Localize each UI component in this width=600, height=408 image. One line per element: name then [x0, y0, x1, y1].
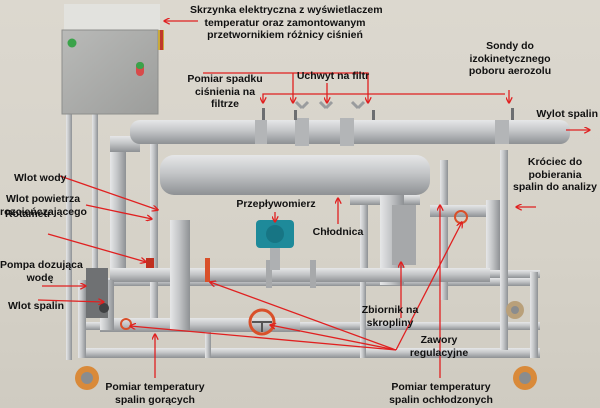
label-line: ciśnienia na	[194, 85, 256, 98]
label-line: Króciec do	[527, 156, 583, 168]
label-line: przetwornikiem różnicy ciśnień	[207, 29, 363, 41]
label-line: spalin gorących	[115, 393, 195, 406]
label-line: poboru aerozolu	[468, 65, 552, 77]
label-line: temperatur oraz zamontowanym	[204, 16, 366, 29]
caster-wheels	[75, 301, 537, 390]
label-line: Pomiar temperatury	[391, 381, 491, 393]
label-line: Pomiar spadku	[187, 73, 263, 85]
label-line: wodę	[26, 271, 54, 284]
label-line: spalin ochłodzonych	[389, 393, 493, 406]
label-line: Uchwyt na filtr	[296, 70, 370, 82]
label-line: Skrzynka elektryczna z wyświetlaczem	[190, 4, 383, 16]
label-line: Wlot wody	[14, 172, 67, 184]
label-line: pobierania	[528, 168, 582, 181]
green-indicator-icon	[67, 38, 77, 48]
label-line: Pomiar temperatury	[105, 381, 205, 393]
label-condensate-tank: Zbiornik na skropliny	[352, 304, 428, 329]
label-line: Pompa dozująca	[0, 259, 83, 271]
start-stop-button-icon	[136, 62, 144, 76]
label-line: izokinetycznego	[469, 52, 551, 65]
dosing-pump	[86, 268, 109, 318]
label-line: Wylot spalin	[536, 108, 598, 120]
label-exhaust-inlet: Wlot spalin	[8, 300, 64, 313]
flowmeter-device	[256, 220, 294, 270]
filter-line-pipe	[110, 100, 570, 280]
label-line: rozcieńczającego	[0, 205, 87, 218]
label-cooler: Chłodnica	[308, 226, 368, 239]
label-line: spalin do analizy	[512, 181, 598, 193]
label-water-inlet: Wlot wody	[14, 172, 67, 185]
label-line: Zbiornik na	[361, 304, 419, 316]
label-pressure-drop: Pomiar spadku ciśnienia na filtrze	[180, 73, 270, 111]
label-line: skropliny	[366, 316, 414, 329]
label-hot-gas-temperature: Pomiar temperatury spalin gorących	[100, 381, 210, 406]
label-line: Rotametr	[5, 208, 52, 220]
label-rotameter: Rotametr	[5, 208, 51, 221]
label-line: Chłodnica	[312, 226, 364, 238]
label-exhaust-outlet: Wylot spalin	[520, 108, 598, 121]
label-filter-holder: Uchwyt na filtr	[293, 70, 373, 83]
label-cooled-gas-temperature: Pomiar temperatury spalin ochłodzonych	[386, 381, 496, 406]
label-probes: Sondy do izokinetycznego poboru aerozolu	[465, 40, 555, 78]
label-line: Wlot spalin	[8, 300, 64, 312]
label-line: filtrze	[210, 98, 239, 110]
lower-pipe-run	[100, 220, 490, 332]
label-line: regulacyjne	[409, 346, 469, 359]
label-sampling-port: Króciec do pobierania spalin do analizy	[510, 156, 600, 194]
label-line: Zawory	[420, 334, 458, 346]
cooler-vessel	[160, 155, 500, 285]
label-line: Przepływomierz	[236, 198, 316, 210]
electrical-box	[61, 4, 164, 115]
label-control-valves: Zawory regulacyjne	[404, 334, 474, 359]
label-line: Wlot powietrza	[5, 193, 81, 205]
leader-lines	[37, 21, 590, 378]
label-electrical-box: Skrzynka elektryczna z wyświetlaczem tem…	[190, 4, 383, 42]
label-dilution-air-inlet: Wlot powietrza rozcieńczającego	[0, 193, 87, 218]
label-line: Sondy do	[486, 40, 534, 52]
label-dosing-pump: Pompa dozująca wodę	[0, 259, 83, 284]
label-flowmeter: Przepływomierz	[228, 198, 324, 211]
